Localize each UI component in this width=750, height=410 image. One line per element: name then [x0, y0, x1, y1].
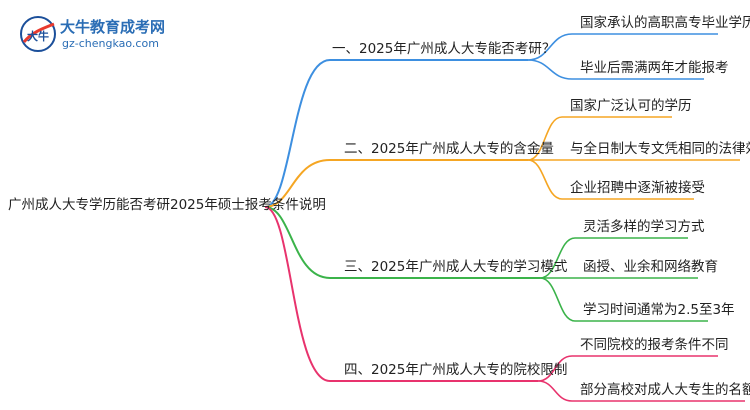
brand-logo-icon: 大牛 — [20, 16, 56, 52]
b2-leaf-2: 与全日制大专文凭相同的法律效力 — [570, 141, 750, 157]
connector-root-branch-3 — [264, 206, 540, 279]
branch-1-label: 一、2025年广州成人大专能否考研？ — [332, 41, 556, 57]
connector-b1-leaf-1 — [527, 33, 718, 61]
b4-leaf-2: 部分高校对成人大专生的名额限制 — [580, 382, 750, 398]
b3-leaf-2: 函授、业余和网络教育 — [583, 259, 718, 275]
brand-url: gz-chengkao.com — [62, 37, 159, 50]
connector-root-branch-1 — [264, 59, 528, 208]
connector-b2-leaf-3 — [527, 159, 694, 200]
connector-root-branch-2 — [264, 159, 528, 208]
connector-b2-leaf-1 — [527, 116, 672, 161]
brand-name: 大牛教育成考网 — [60, 18, 166, 36]
b3-leaf-3: 学习时间通常为2.5至3年 — [583, 302, 735, 318]
branch-3-label: 三、2025年广州成人大专的学习模式 — [344, 259, 568, 275]
connector-b4-leaf-2 — [537, 380, 745, 402]
b3-leaf-1: 灵活多样的学习方式 — [583, 219, 705, 235]
b1-leaf-2: 毕业后需满两年才能报考 — [580, 60, 729, 76]
root-node: 广州成人大专学历能否考研2025年硕士报考条件说明 — [8, 197, 326, 213]
branch-4-label: 四、2025年广州成人大专的院校限制 — [344, 362, 568, 378]
connector-b1-leaf-2 — [527, 59, 704, 80]
connector-b3-leaf-1 — [539, 237, 688, 279]
b2-leaf-3: 企业招聘中逐渐被接受 — [570, 180, 705, 196]
branch-2-label: 二、2025年广州成人大专的含金量 — [344, 141, 554, 157]
connector-b4-leaf-1 — [537, 355, 718, 382]
connector-b3-leaf-3 — [539, 277, 708, 322]
svg-text:大牛: 大牛 — [27, 29, 49, 43]
b1-leaf-1: 国家承认的高职高专毕业学历 — [580, 15, 750, 31]
b4-leaf-1: 不同院校的报考条件不同 — [580, 337, 729, 353]
connector-root-branch-4 — [264, 206, 538, 382]
b2-leaf-1: 国家广泛认可的学历 — [570, 98, 692, 114]
